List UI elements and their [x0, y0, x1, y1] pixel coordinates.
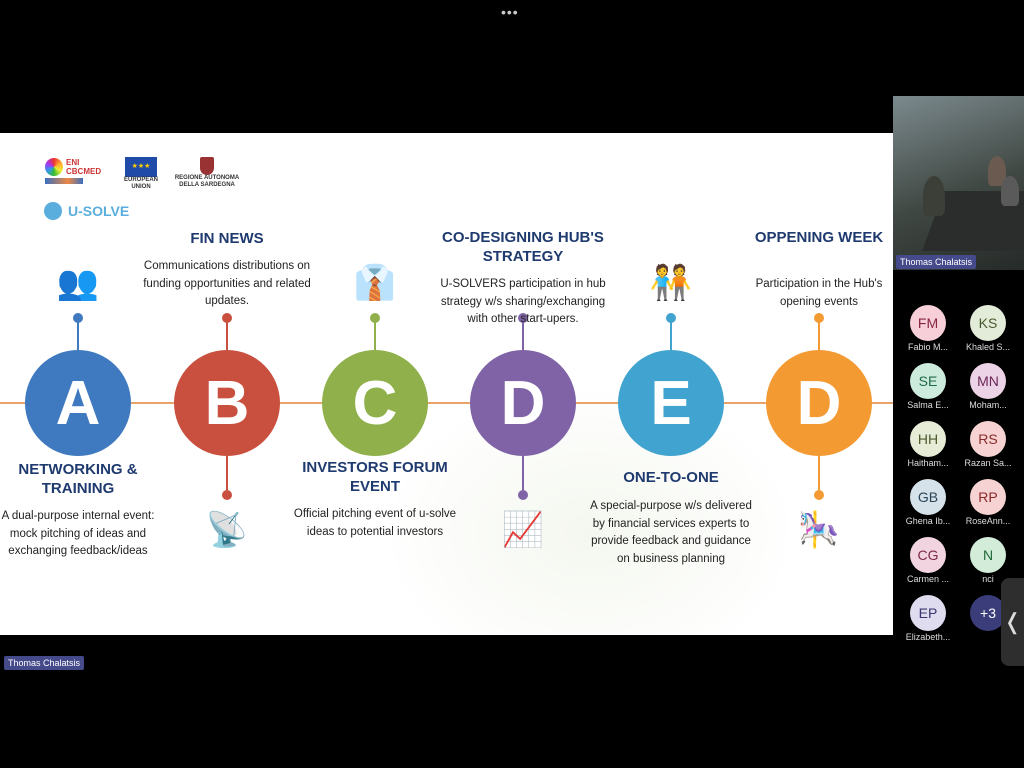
eni-logo-text: ENI CBCMED: [66, 158, 102, 176]
shared-slide: ENI CBCMED ★★★ EUROPEAN UNION REGIONE AU…: [0, 133, 893, 635]
pin-top: [670, 318, 672, 350]
chevron-left-icon: ❬: [1003, 609, 1022, 634]
step-description: A dual-purpose internal event: mock pitc…: [1, 510, 155, 557]
participant-tile[interactable]: +3: [958, 595, 1018, 632]
pin-dot: [222, 490, 232, 500]
eu-logo-text: EUROPEAN UNION: [123, 177, 158, 190]
team-icon: 👥: [56, 264, 100, 302]
step-circle-3: D: [470, 350, 576, 456]
step-title: ONE-TO-ONE: [623, 469, 719, 486]
avatar: +3: [970, 595, 1006, 631]
pin-dot: [222, 313, 232, 323]
participant-name: Khaled S...: [965, 342, 1011, 352]
participant-name: Elizabeth...: [905, 632, 951, 642]
pin-top: [818, 318, 820, 350]
avatar: N: [970, 537, 1006, 573]
meeting-icon: 🧑‍🤝‍🧑: [649, 264, 693, 302]
step-circle-1: B: [174, 350, 280, 456]
u-solve-text: U-SOLVE: [68, 203, 130, 219]
step-title: INVESTORS FORUM EVENT: [302, 459, 448, 495]
pin-top: [374, 318, 376, 350]
satellite-dish-icon: 📡: [205, 511, 249, 549]
participant-name: Ghena Ib...: [905, 516, 951, 526]
participant-name: Razan Sa...: [964, 458, 1012, 468]
pin-bottom: [818, 456, 820, 490]
step-circle-4: E: [618, 350, 724, 456]
step-circle-0: A: [25, 350, 131, 456]
avatar: CG: [910, 537, 946, 573]
pin-dot: [518, 490, 528, 500]
sardegna-logo: REGIONE AUTONOMA DELLA SARDEGNA: [172, 157, 242, 189]
eni-cbcmed-logo: ENI CBCMED: [45, 158, 120, 184]
pin-bottom: [226, 456, 228, 490]
more-options-button[interactable]: •••: [501, 4, 519, 20]
avatar: SE: [910, 363, 946, 399]
avatar: KS: [970, 305, 1006, 341]
avatar: HH: [910, 421, 946, 457]
avatar: EP: [910, 595, 946, 631]
step-description: U-SOLVERS participation in hub strategy …: [440, 278, 606, 325]
pin-dot: [814, 313, 824, 323]
avatar: RP: [970, 479, 1006, 515]
pin-dot: [666, 313, 676, 323]
step-title: OPPENING WEEK: [754, 229, 884, 246]
tie-icon: 👔: [353, 264, 397, 302]
active-speaker-name-tag: Thomas Chalatsis: [4, 656, 85, 670]
participant-name: Fabio M...: [907, 342, 948, 352]
u-solve-logo: U-SOLVE: [44, 202, 129, 220]
step-title: NETWORKING & TRAINING: [18, 461, 138, 497]
participant-name: Haitham...: [907, 458, 949, 468]
background-illustration: [380, 383, 800, 635]
carousel-icon: 🎠: [797, 511, 841, 549]
pin-top: [522, 318, 524, 350]
avatar: MN: [970, 363, 1006, 399]
pin-top: [77, 318, 79, 350]
step-circle-5: D: [766, 350, 872, 456]
presenter-name-tag: Thomas Chalatsis: [896, 255, 977, 269]
pin-top: [226, 318, 228, 350]
participant-name: Carmen ...: [906, 574, 949, 584]
step-title: FIN NEWS: [190, 230, 264, 247]
step-description: Participation in the Hub's opening event…: [755, 278, 883, 308]
step-description: Official pitching event of u-solve ideas…: [293, 508, 457, 538]
sardegna-logo-text: REGIONE AUTONOMA DELLA SARDEGNA: [174, 175, 240, 188]
participant-name: Salma E...: [907, 400, 949, 410]
timeline-line: [0, 402, 893, 404]
pin-dot: [814, 490, 824, 500]
presenter-video[interactable]: Thomas Chalatsis: [893, 96, 1024, 270]
step-description: A special-purpose w/s delivered by finan…: [590, 500, 752, 565]
step-title: CO-DESIGNING HUB'S STRATEGY: [442, 229, 604, 265]
eu-logo: ★★★ EUROPEAN UNION: [118, 157, 164, 191]
step-description: Communications distributions on funding …: [143, 260, 311, 307]
rocket-icon: [44, 202, 62, 220]
avatar: GB: [910, 479, 946, 515]
pin-dot: [370, 313, 380, 323]
avatar: FM: [910, 305, 946, 341]
participant-name: RoseAnn...: [965, 516, 1011, 526]
pin-bottom: [522, 456, 524, 490]
step-circle-2: C: [322, 350, 428, 456]
avatar: RS: [970, 421, 1006, 457]
participant-name: Moham...: [969, 400, 1007, 410]
participant-name: nci: [982, 574, 994, 584]
pin-dot: [518, 313, 528, 323]
chart-icon: 📈: [501, 511, 545, 549]
pin-dot: [73, 313, 83, 323]
expand-panel-button[interactable]: ❬: [1001, 578, 1024, 666]
